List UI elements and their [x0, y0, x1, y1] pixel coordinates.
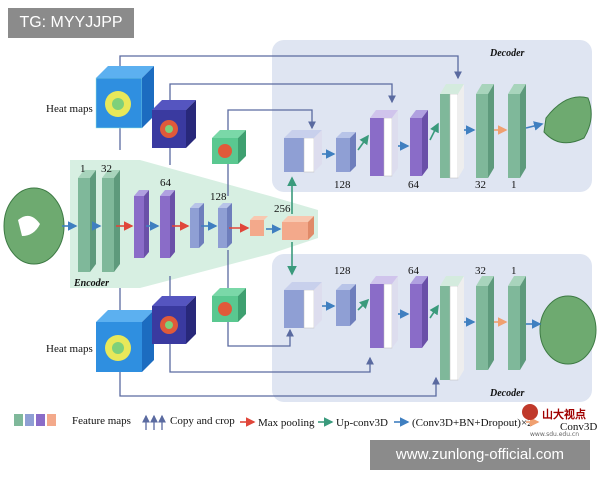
- logo-text: 山大视点: [542, 407, 586, 421]
- watermark-top: TG: MYYJJPP: [8, 8, 134, 38]
- channel-dec-bot-1: 1: [511, 265, 517, 277]
- legend-conv-tail: Conv3D: [560, 421, 597, 433]
- decoder-panel-top: [272, 40, 592, 192]
- channel-enc-256: 256: [274, 203, 291, 215]
- channel-dec-top-1: 1: [511, 179, 517, 191]
- heatmap-cube-top-2: [152, 100, 196, 148]
- encoder-block-64b: [160, 190, 175, 258]
- watermark-bottom: www.zunlong-official.com: [370, 440, 590, 470]
- decoder-top-block-5: [440, 84, 464, 179]
- decoder-top-block-7: [508, 84, 526, 178]
- heatmap-cube-bottom-2: [152, 296, 196, 344]
- legend-upconv: Up-conv3D: [336, 417, 388, 429]
- encoder-block-256b: [282, 216, 314, 240]
- heatmaps-top-label: Heat maps: [46, 103, 93, 115]
- encoder-block-64a: [134, 190, 149, 258]
- upconv-dec-bot-2: [429, 304, 439, 319]
- channel-dec-top-64: 64: [408, 179, 420, 191]
- decoder-top-block-6: [476, 84, 494, 178]
- decoder-top-block-2: [336, 132, 356, 172]
- decoder-bottom-block-2: [336, 284, 356, 326]
- legend-copy-crop-icon: [142, 414, 166, 430]
- channel-enc-64: 64: [160, 177, 172, 189]
- channel-enc-32: 32: [101, 163, 112, 175]
- channel-dec-bot-64: 64: [408, 265, 420, 277]
- input-skull-mesh: [3, 187, 65, 265]
- legend-copy-crop: Copy and crop: [170, 415, 235, 427]
- university-logo: 山大视点 www.sdu.edu.cn: [522, 404, 586, 438]
- heatmap-cube-bottom-1: [96, 310, 154, 372]
- decoder-top-block-3: [370, 110, 398, 177]
- heatmap-cube-bottom-3: [212, 288, 246, 322]
- heatmap-cube-top-1: [95, 66, 154, 129]
- output-skull-mesh-top: [543, 96, 592, 144]
- heatmaps-bottom-label: Heat maps: [46, 343, 93, 355]
- encoder-block-128b: [218, 203, 232, 248]
- decoder-bottom-block-4: [410, 276, 428, 348]
- decoder-bottom-block-7: [508, 276, 526, 370]
- decoder-top-label: Decoder: [489, 48, 525, 59]
- legend-feature-maps: Feature maps: [72, 415, 131, 427]
- legend: Feature maps Copy and crop Max pooling U…: [14, 414, 597, 433]
- upconv-dec-bot-1: [357, 298, 370, 311]
- channel-dec-top-32: 32: [475, 179, 486, 191]
- legend-max-pooling: Max pooling: [258, 417, 315, 429]
- decoder-top-block-4: [410, 110, 428, 176]
- upconv-dec-top-1: [357, 134, 369, 151]
- logo-sub: www.sdu.edu.cn: [530, 431, 579, 438]
- decoder-bottom-block-3: [370, 276, 398, 349]
- legend-feature-maps-swatches: [14, 414, 56, 426]
- legend-conv: (Conv3D+BN+Dropout)×2: [412, 417, 533, 429]
- decoder-bottom-block-5: [440, 276, 464, 381]
- decoder-bottom-block-1: [284, 282, 322, 329]
- decoder-bottom-label: Decoder: [489, 388, 525, 399]
- channel-dec-top-128: 128: [334, 179, 351, 191]
- encoder-block-32: [102, 170, 120, 272]
- output-skull-mesh-bottom: [539, 295, 597, 365]
- channel-enc-128: 128: [210, 191, 227, 203]
- encoder-block-1: [78, 170, 96, 272]
- channel-enc-1: 1: [80, 163, 86, 175]
- channel-dec-bot-128: 128: [334, 265, 351, 277]
- decoder-bottom-block-6: [476, 276, 494, 370]
- encoder-label: Encoder: [73, 278, 109, 289]
- decoder-top-block-1: [284, 130, 322, 173]
- upconv-dec-top-2: [429, 122, 439, 141]
- encoder-block-256a: [250, 216, 268, 236]
- channel-dec-bot-32: 32: [475, 265, 486, 277]
- heatmap-cube-top-3: [212, 130, 246, 164]
- arrow-output-top: [525, 121, 544, 131]
